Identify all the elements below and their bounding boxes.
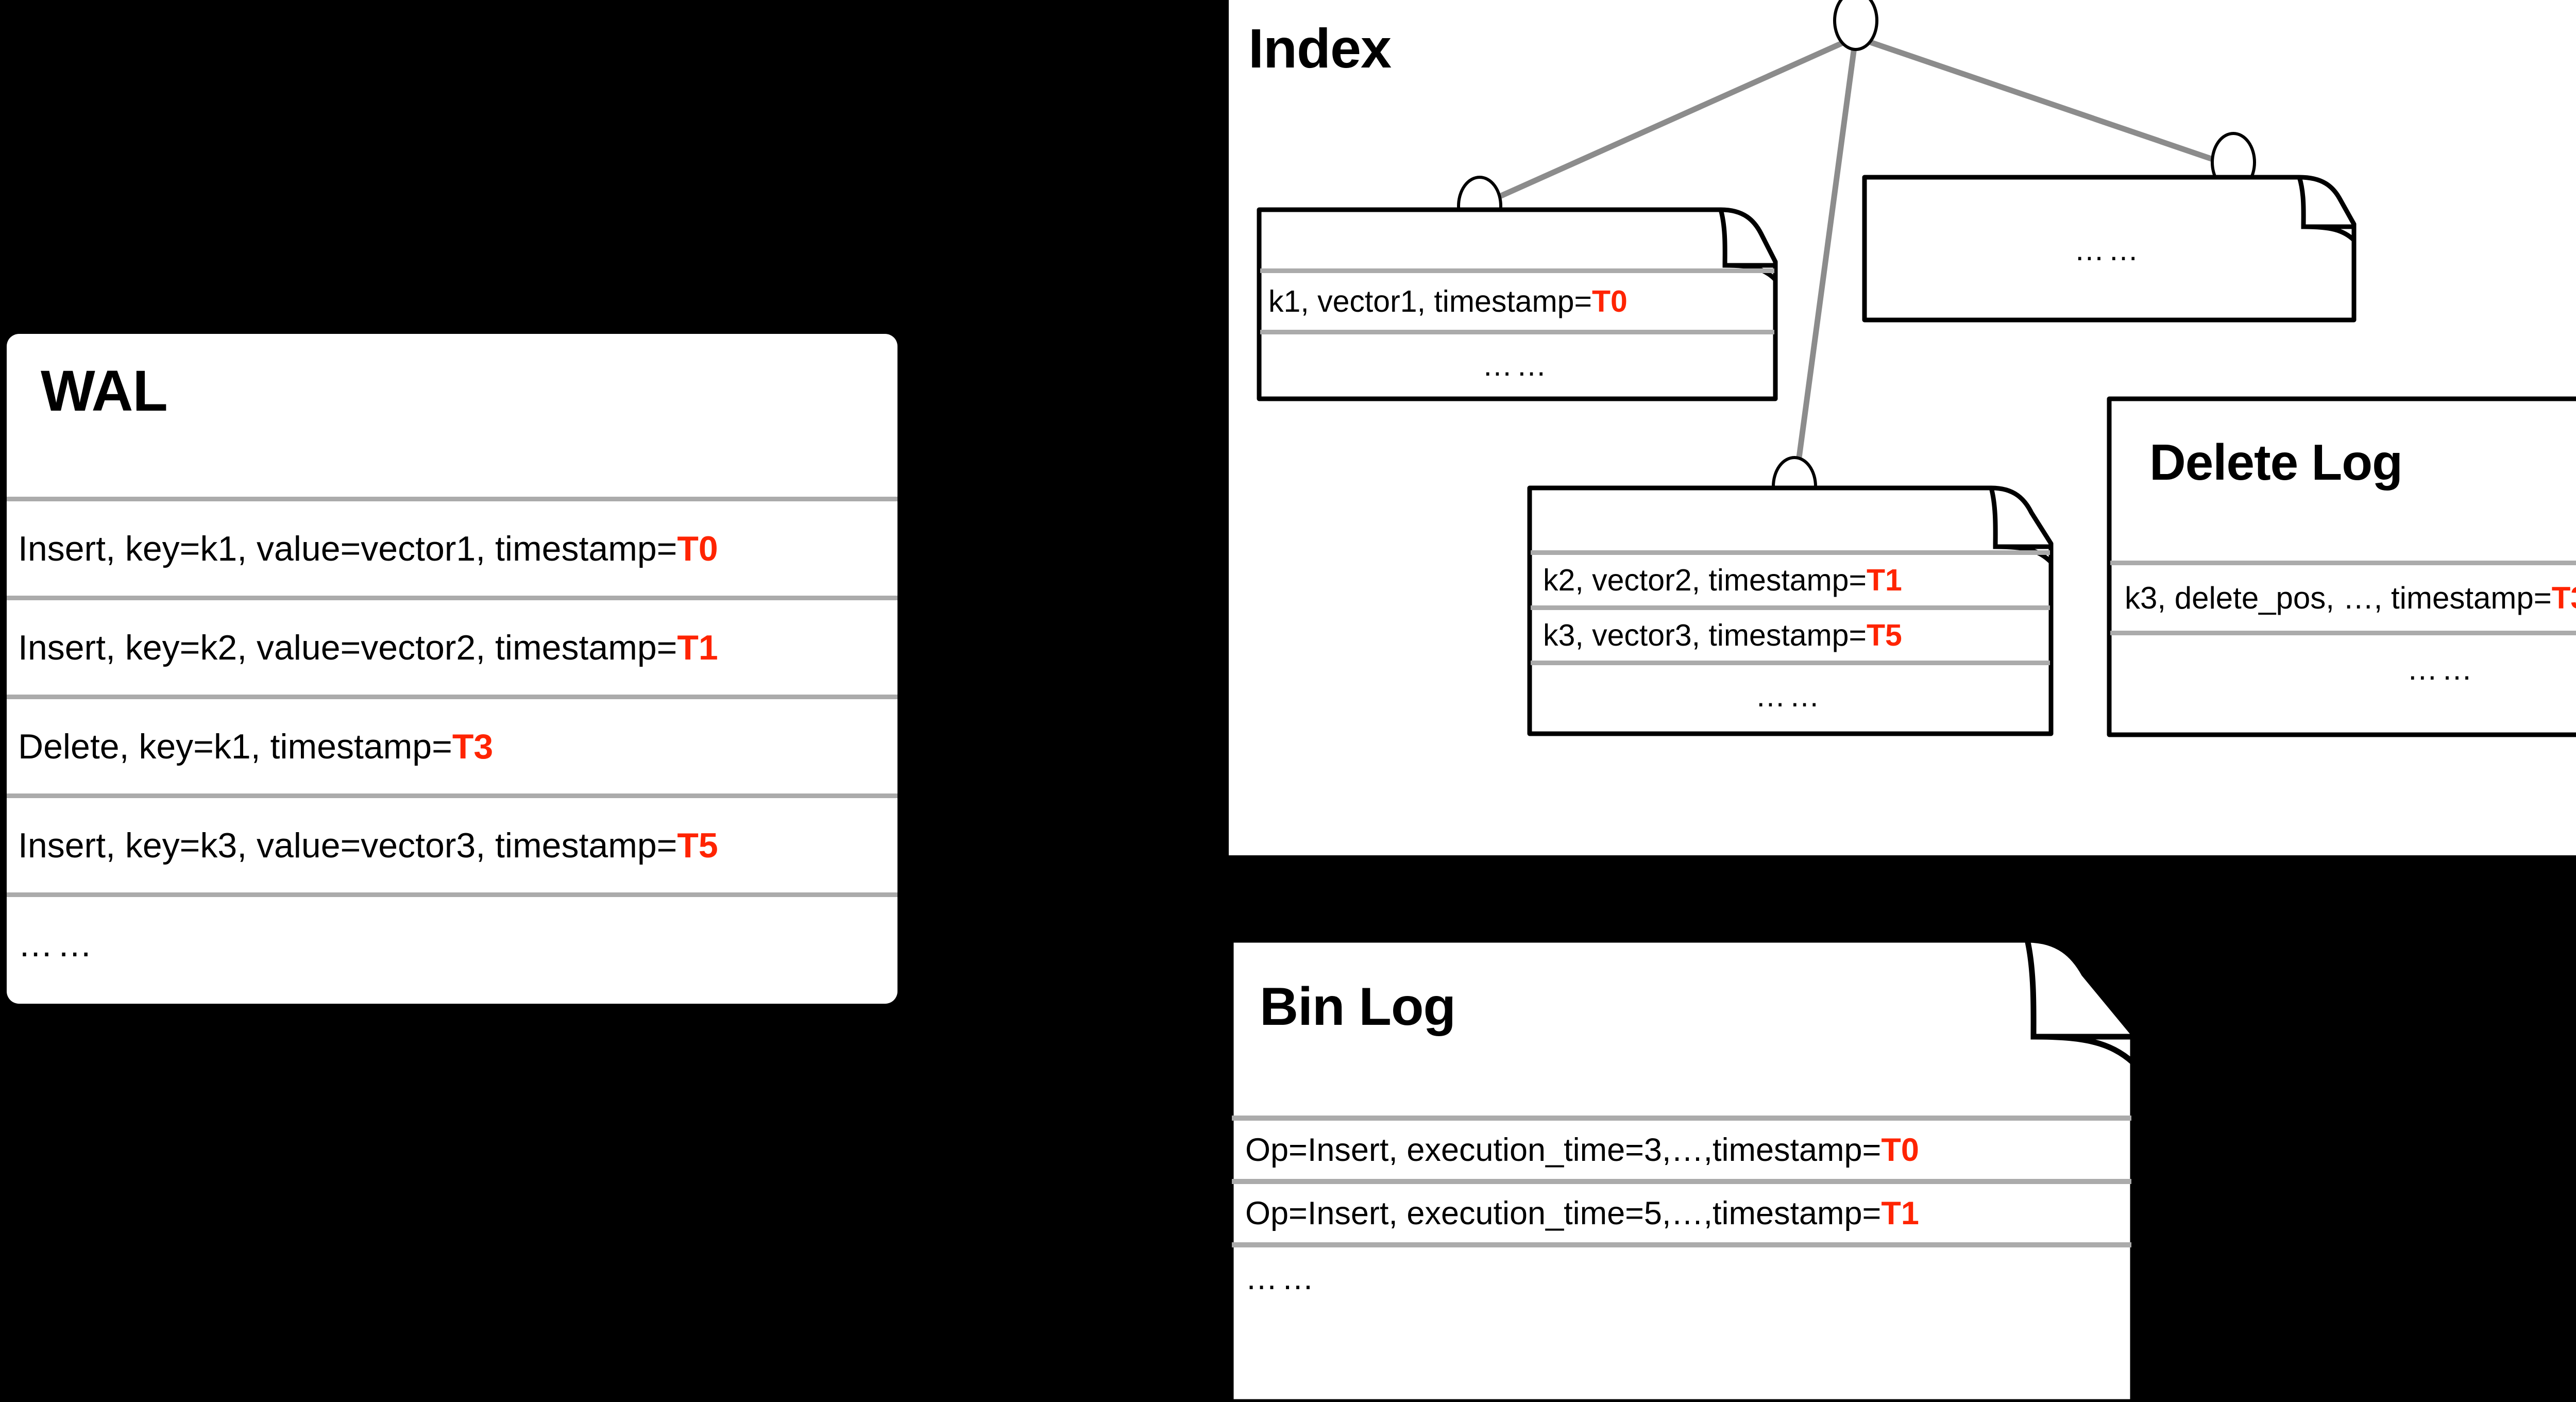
index-leaf-k2-document: k2, vector2, timestamp=T1 k3, vector3, t… — [1527, 485, 2054, 736]
wal-row: Insert, key=k3, value=vector3, timestamp… — [18, 798, 897, 892]
delete-log-row-text: …… — [2406, 651, 2477, 686]
tree-edge-root-middle — [1792, 43, 1858, 485]
leaf-k2-row: k2, vector2, timestamp=T1 — [1543, 555, 2050, 605]
leaf-ellipsis-row: …… — [1862, 224, 2354, 276]
leaf-k1-row: k1, vector1, timestamp=T0 — [1268, 273, 1777, 330]
leaf-ellipsis-row-text: …… — [2074, 233, 2143, 267]
bin-log-title: Bin Log — [1260, 977, 1456, 1037]
bin-log-row-text: …… — [1245, 1260, 1318, 1296]
bin-log-separator — [1232, 1116, 2131, 1121]
bin-log-row: Op=Insert, execution_time=5,…,timestamp=… — [1245, 1184, 2131, 1242]
wal-separator — [7, 695, 897, 699]
wal-row-timestamp: T5 — [677, 825, 718, 865]
bin-log-separator — [1232, 1242, 2131, 1247]
wal-row-text: …… — [18, 924, 97, 964]
leaf-k2-row-text: k3, vector3, timestamp= — [1543, 618, 1867, 652]
wal-separator — [7, 892, 897, 897]
wal-row-text: Delete, key=k1, timestamp= — [18, 727, 452, 766]
delete-log-separator — [2110, 631, 2576, 635]
tree-edge-root-left — [1482, 36, 1854, 207]
index-leaf-k1-document: k1, vector1, timestamp=T0 …… — [1257, 207, 1778, 401]
delete-log-row-text: k3, delete_pos, …, timestamp= — [2125, 581, 2552, 615]
wal-row-text: Insert, key=k3, value=vector3, timestamp… — [18, 825, 677, 865]
leaf-k1-separator — [1260, 330, 1774, 334]
tree-node-root — [1833, 0, 1878, 51]
wal-separator — [7, 793, 897, 798]
bin-log-row: Op=Insert, execution_time=3,…,timestamp=… — [1245, 1121, 2131, 1179]
leaf-k2-row-timestamp: T5 — [1866, 618, 1902, 652]
leaf-k2-row: k3, vector3, timestamp=T5 — [1543, 610, 2050, 661]
leaf-k1-row-text: k1, vector1, timestamp= — [1268, 284, 1592, 318]
wal-row: …… — [18, 897, 897, 991]
bin-log-panel: Bin Log Op=Insert, execution_time=3,…,ti… — [1228, 937, 2223, 1402]
bin-log-row-text: Op=Insert, execution_time=5,…,timestamp= — [1245, 1195, 1882, 1231]
leaf-k1-separator — [1260, 268, 1774, 273]
index-leaf-ellipsis-document: …… — [1862, 175, 2357, 323]
wal-row-text: Insert, key=k2, value=vector2, timestamp… — [18, 628, 677, 667]
wal-title: WAL — [41, 359, 168, 423]
leaf-k2-separator — [1531, 661, 2050, 665]
wal-row: Insert, key=k2, value=vector2, timestamp… — [18, 600, 897, 695]
bin-log-row-timestamp: T0 — [1881, 1131, 1919, 1168]
document-outline — [1257, 207, 1778, 401]
bin-log-row: …… — [1245, 1247, 2131, 1309]
index-title: Index — [1248, 17, 1392, 79]
wal-row-timestamp: T0 — [677, 529, 718, 568]
bin-log-row-text: Op=Insert, execution_time=3,…,timestamp= — [1245, 1131, 1882, 1168]
leaf-k2-row: …… — [1528, 665, 2051, 727]
document-outline — [1527, 485, 2054, 736]
wal-row: Insert, key=k1, value=vector1, timestamp… — [18, 501, 897, 596]
wal-separator — [7, 497, 897, 501]
delete-log-row: …… — [2107, 635, 2576, 702]
delete-log-separator — [2110, 561, 2576, 565]
wal-panel: WAL Insert, key=k1, value=vector1, times… — [7, 334, 897, 1004]
delete-log-row-timestamp: T3 — [2551, 581, 2576, 615]
wal-row: Delete, key=k1, timestamp=T3 — [18, 699, 897, 793]
leaf-k2-row-timestamp: T1 — [1866, 563, 1902, 597]
leaf-k2-separator — [1531, 605, 2050, 610]
index-panel: Index k1, vector1, timestamp=T0 …… — [1229, 0, 2576, 855]
bin-log-row-timestamp: T1 — [1881, 1195, 1919, 1231]
leaf-k1-row: …… — [1257, 334, 1775, 396]
leaf-k1-row-timestamp: T0 — [1591, 284, 1628, 318]
leaf-k2-row-text: …… — [1755, 679, 1824, 713]
delete-log-document: Delete Log k3, delete_pos, …, timestamp=… — [2107, 396, 2576, 737]
wal-row-timestamp: T1 — [677, 628, 718, 667]
delete-log-title: Delete Log — [2149, 434, 2403, 491]
document-outline — [2107, 396, 2576, 737]
leaf-k2-separator — [1531, 550, 2050, 555]
wal-separator — [7, 596, 897, 600]
leaf-k2-row-text: k2, vector2, timestamp= — [1543, 563, 1867, 597]
tree-edge-root-right — [1859, 36, 2230, 168]
wal-row-timestamp: T3 — [452, 727, 494, 766]
leaf-k1-row-text: …… — [1482, 348, 1551, 382]
document-outline — [1862, 175, 2357, 323]
bin-log-separator — [1232, 1179, 2131, 1184]
wal-row-text: Insert, key=k1, value=vector1, timestamp… — [18, 529, 677, 568]
delete-log-row: k3, delete_pos, …, timestamp=T3 — [2125, 565, 2576, 631]
document-outline — [1228, 937, 2136, 1402]
